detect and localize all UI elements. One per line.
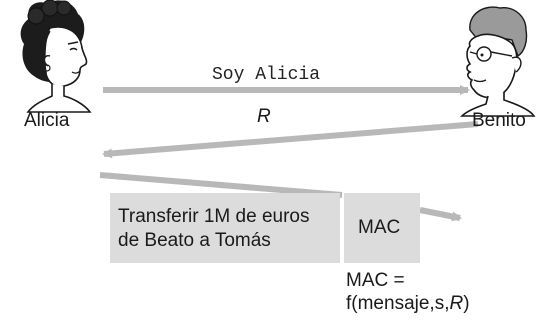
formula-suffix: ) bbox=[463, 293, 470, 314]
mac-label: MAC bbox=[358, 217, 401, 238]
arrow-nonce bbox=[102, 121, 479, 159]
nonce-message: R bbox=[257, 106, 271, 127]
formula-line-1: MAC = bbox=[346, 270, 405, 291]
arrow-payload-tail bbox=[99, 172, 343, 198]
formula-line-2: f(mensaje,s,R) bbox=[346, 293, 470, 315]
alicia-figure bbox=[20, 0, 92, 113]
message-line-1: Transferir 1M de euros bbox=[118, 206, 310, 227]
mac-box: MAC bbox=[344, 193, 420, 263]
benito-label: Benito bbox=[472, 110, 526, 131]
alicia-label: Alicia bbox=[24, 110, 70, 131]
formula-prefix: f(mensaje,s, bbox=[346, 293, 450, 314]
hello-message: Soy Alicia bbox=[212, 65, 321, 85]
benito-figure bbox=[460, 6, 536, 117]
formula-nonce: R bbox=[449, 293, 464, 314]
message-line-2: de Beato a Tomás bbox=[118, 230, 271, 251]
message-box: Transferir 1M de euros de Beato a Tomás bbox=[110, 193, 340, 263]
arrow-payload-head bbox=[419, 207, 462, 222]
